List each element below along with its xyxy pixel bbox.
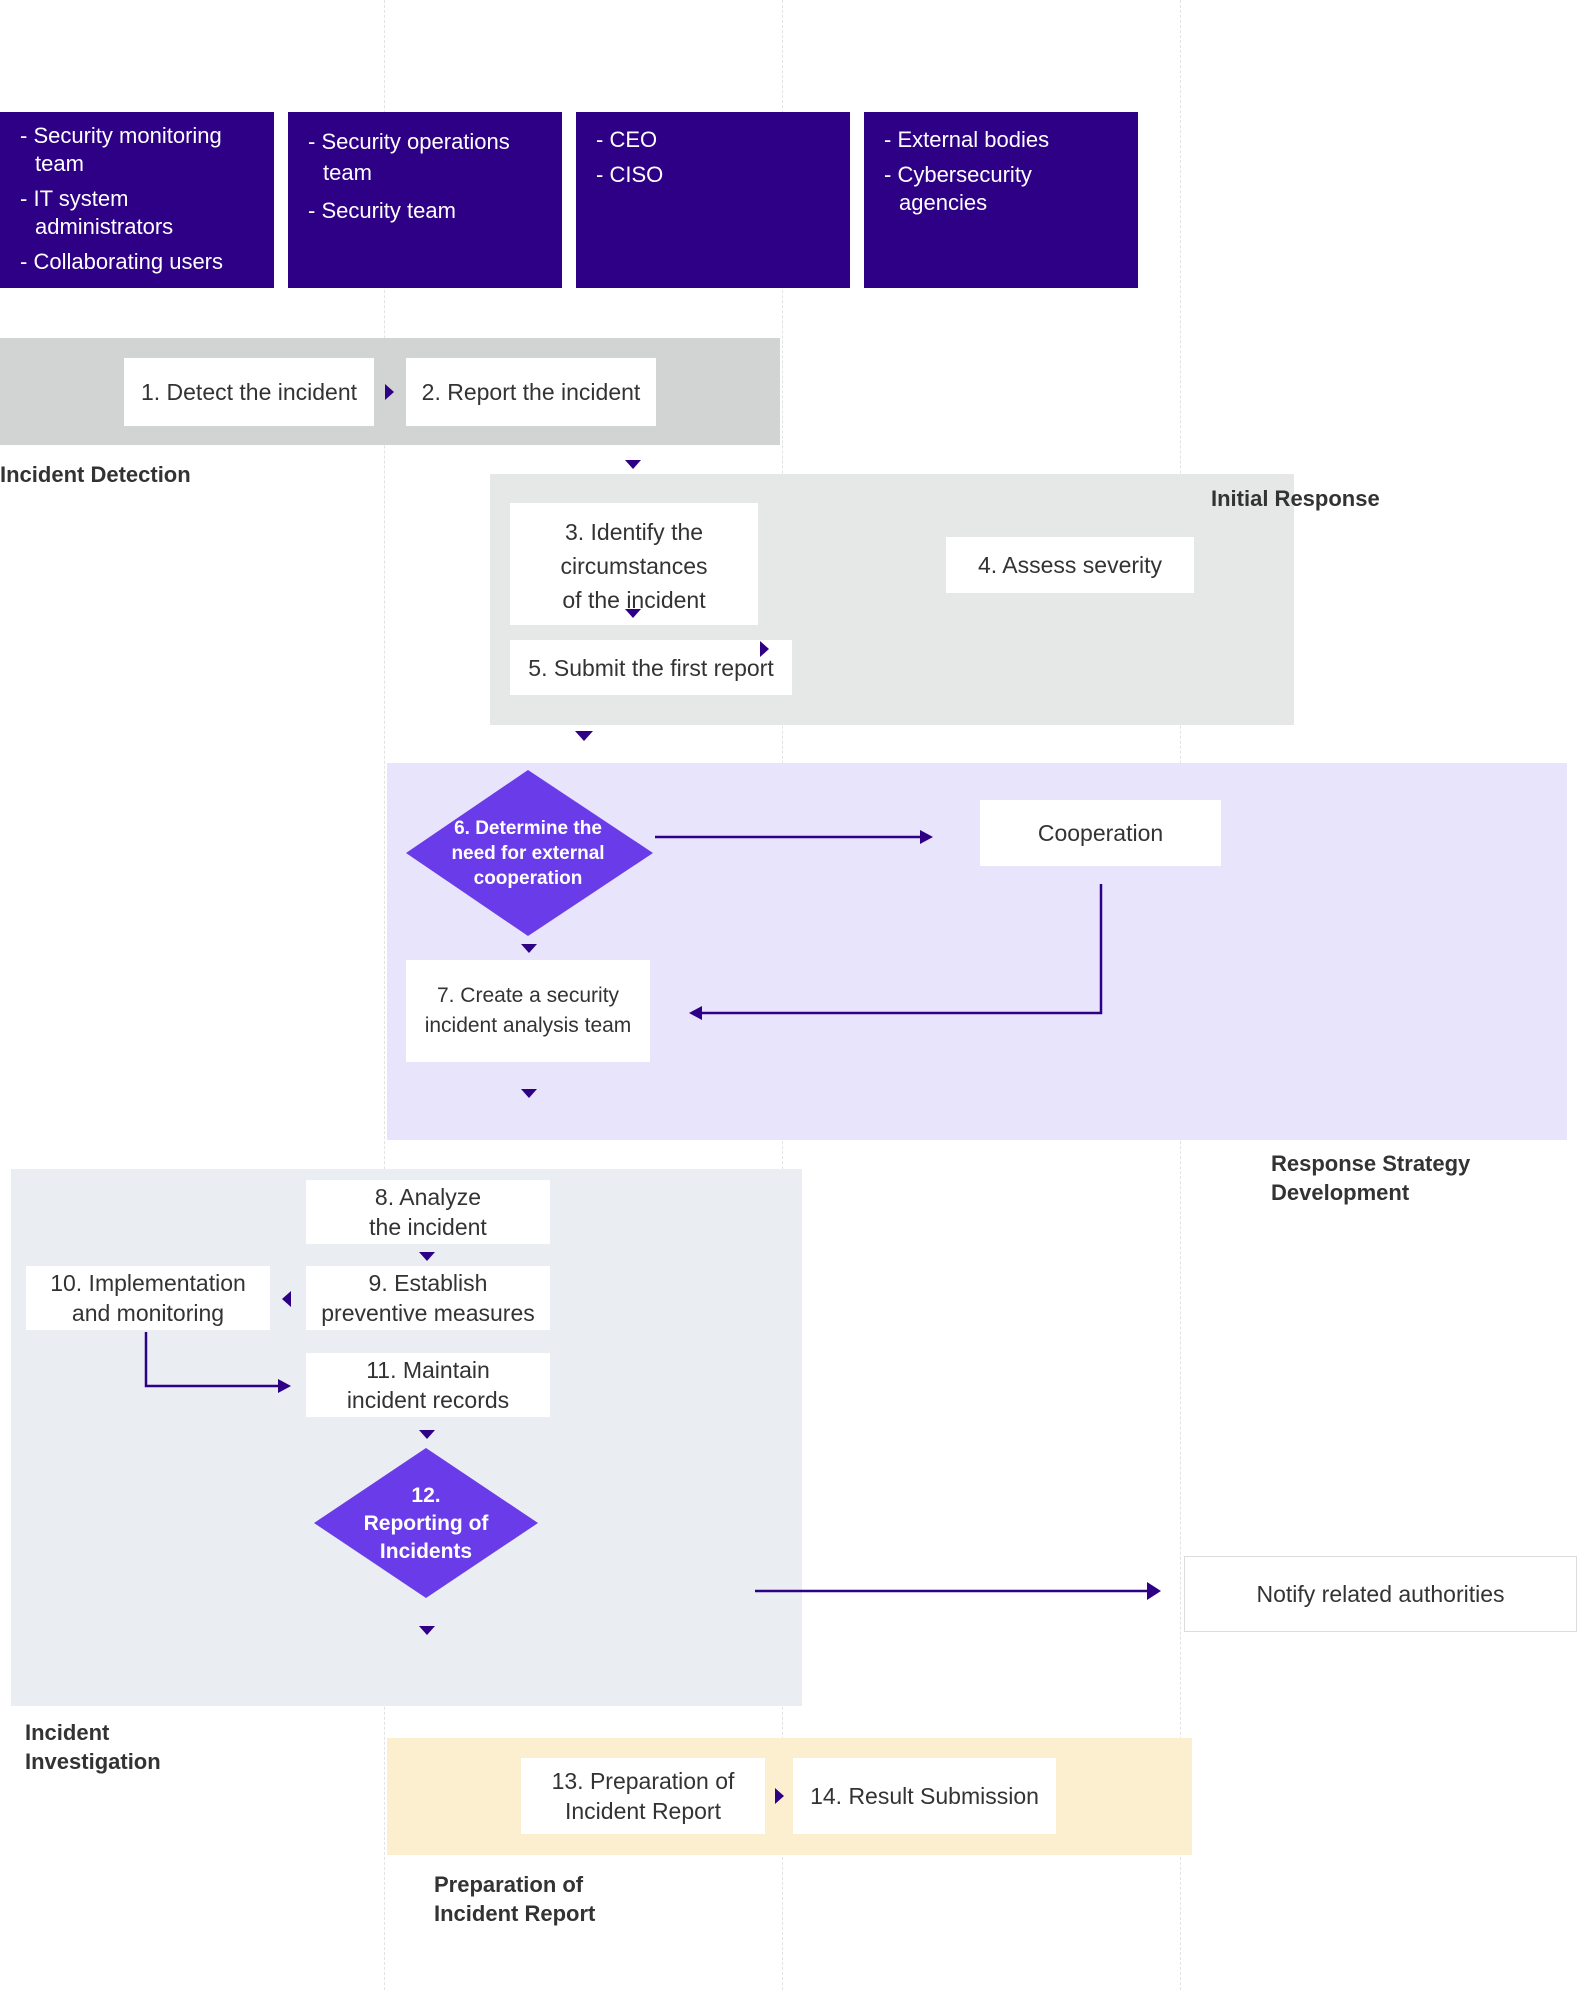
step-label: 2. Report the incident xyxy=(421,379,641,405)
step-label: 4. Assess severity xyxy=(977,552,1163,578)
role-item: - Collaborating users xyxy=(20,249,223,274)
step-14-submission[interactable]: 14. Result Submission xyxy=(793,1758,1056,1834)
step-9-preventive[interactable]: 9. Establish preventive measures xyxy=(306,1266,550,1330)
arrowhead-5-4 xyxy=(760,641,769,657)
connector-10-11 xyxy=(144,1332,280,1388)
step-8-analyze[interactable]: 8. Analyze the incident xyxy=(306,1180,550,1244)
role-column-2: - Security operations team - Security te… xyxy=(288,112,562,288)
arrowhead-3-5 xyxy=(625,609,641,618)
phase-incident-investigation xyxy=(11,1169,802,1706)
decision-diamond-6 xyxy=(406,770,653,936)
step-label: Cooperation xyxy=(1037,820,1164,846)
step-3-identify[interactable]: 3. Identify the circumstances of the inc… xyxy=(510,503,758,625)
step-11-records[interactable]: 11. Maintain incident records xyxy=(306,1353,550,1417)
step-4-assess[interactable]: 4. Assess severity xyxy=(946,537,1194,593)
phase-label-report: Preparation of Incident Report xyxy=(434,1872,596,1926)
arrowhead-9-11 xyxy=(419,1430,435,1439)
step-7-create-team[interactable]: 7. Create a security incident analysis t… xyxy=(406,960,650,1062)
arrowhead-12-notify xyxy=(1147,1582,1161,1600)
step-6-label: 6. Determine the need for external coope… xyxy=(451,817,605,889)
step-label: 9. Establish preventive measures xyxy=(321,1270,535,1326)
role-item: - Cybersecurity agencies xyxy=(884,162,1032,215)
step-label: 3. Identify the circumstances of the inc… xyxy=(560,519,708,613)
arrowhead-6-cooperation xyxy=(920,830,933,844)
arrowhead-down-initial xyxy=(575,731,593,741)
role-item: - CISO xyxy=(596,162,664,187)
role-item: - Security monitoring team xyxy=(20,123,222,176)
step-label: 5. Submit the first report xyxy=(528,654,774,681)
arrowhead-down-detection xyxy=(625,460,641,469)
step-label: 11. Maintain incident records xyxy=(346,1357,510,1413)
phase-label-detection: Incident Detection xyxy=(0,462,191,487)
role-item: - IT system administrators xyxy=(20,186,174,239)
arrowhead-8-9 xyxy=(419,1252,435,1261)
arrowhead-1-2 xyxy=(385,384,394,400)
phase-label-investigation: Incident Investigation xyxy=(25,1720,161,1774)
role-item: - Security operations team xyxy=(308,129,510,185)
decision-diamond-12 xyxy=(314,1448,538,1598)
arrowhead-down-strategy xyxy=(521,1089,537,1098)
lane-divider xyxy=(384,0,385,1990)
arrowhead-6-7 xyxy=(521,944,537,953)
role-column-3: - CEO - CISO xyxy=(576,112,850,288)
connector-cooperation-7 xyxy=(700,884,1103,1015)
step-label: 10. Implementation and monitoring xyxy=(50,1270,246,1326)
cooperation-box[interactable]: Cooperation xyxy=(980,800,1221,866)
step-10-implementation[interactable]: 10. Implementation and monitoring xyxy=(26,1266,270,1330)
step-12-label: 12. Reporting of Incidents xyxy=(363,1484,489,1563)
arrowhead-13-14 xyxy=(775,1788,784,1804)
arrowhead-down-investigation xyxy=(419,1626,435,1635)
role-item: - External bodies xyxy=(884,127,1050,152)
step-1-detect[interactable]: 1. Detect the incident xyxy=(124,358,374,426)
role-item: - Security team xyxy=(308,198,456,223)
role-column-4: - External bodies - Cybersecurity agenci… xyxy=(864,112,1138,288)
phase-label-initial-response: Initial Response xyxy=(1211,486,1380,511)
step-2-report[interactable]: 2. Report the incident xyxy=(406,358,656,426)
role-column-1: - Security monitoring team - IT system a… xyxy=(0,112,274,288)
notify-authorities-box[interactable]: Notify related authorities xyxy=(1184,1556,1577,1632)
arrowhead-cooperation-7 xyxy=(689,1006,702,1020)
step-5-submit[interactable]: 5. Submit the first report xyxy=(510,640,792,695)
step-label: 14. Result Submission xyxy=(810,1783,1039,1809)
step-label: 13. Preparation of Incident Report xyxy=(551,1768,735,1824)
step-13-preparation[interactable]: 13. Preparation of Incident Report xyxy=(521,1758,765,1834)
step-label: 7. Create a security incident analysis t… xyxy=(424,984,632,1037)
role-item: - CEO xyxy=(596,127,658,152)
arrowhead-10-11 xyxy=(278,1379,291,1393)
step-label: 1. Detect the incident xyxy=(140,379,358,405)
arrowhead-9-10 xyxy=(282,1291,291,1307)
phase-label-strategy: Response Strategy Development xyxy=(1271,1151,1471,1205)
step-label: Notify related authorities xyxy=(1256,1581,1505,1607)
step-label: 8. Analyze the incident xyxy=(369,1184,487,1240)
